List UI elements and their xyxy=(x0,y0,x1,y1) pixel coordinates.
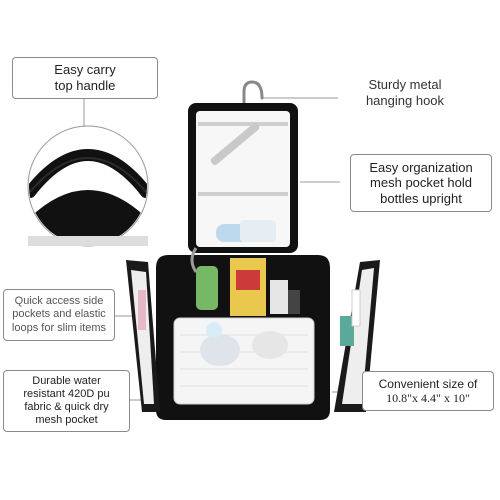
hook-callout-line-1: Sturdy metal xyxy=(368,77,442,92)
side-callout-line-1: Quick access side xyxy=(14,295,104,308)
hook-callout: Sturdy metal hanging hook xyxy=(340,77,470,110)
handle-callout: Easy carry top handle xyxy=(12,57,158,99)
handle-callout-line-2: top handle xyxy=(54,78,116,93)
hook-callout-line-2: hanging hook xyxy=(365,93,445,109)
mesh-pocket-callout: Easy organization mesh pocket hold bottl… xyxy=(350,154,492,212)
bag-main-body xyxy=(156,247,330,420)
handle-detail xyxy=(27,125,149,247)
fabric-callout-line-3: fabric & quick dry xyxy=(24,401,109,413)
side-callout-line-3: loops for slim items xyxy=(11,321,107,334)
mesh-callout-line-2: mesh pocket hold xyxy=(370,175,472,191)
metal-hook-icon xyxy=(242,80,264,112)
handle-callout-line-1: Easy carry xyxy=(54,62,116,78)
fabric-callout-line-1: Durable water xyxy=(32,374,101,387)
left-side-pocket xyxy=(126,260,160,412)
size-callout: Convenient size of 10.8"x 4.4" x 10" xyxy=(362,371,494,411)
mesh-callout-line-1: Easy organization xyxy=(369,159,473,175)
bag-upper-flap xyxy=(188,103,298,253)
fabric-callout: Durable water resistant 420D pu fabric &… xyxy=(3,370,130,432)
mesh-callout-line-3: bottles upright xyxy=(380,190,462,206)
side-callout-line-2: pockets and elastic xyxy=(12,308,106,321)
fabric-callout-line-2: resistant 420D pu xyxy=(23,387,110,400)
fabric-callout-line-4: mesh pocket xyxy=(35,414,98,427)
size-callout-line-1: Convenient size of xyxy=(378,376,478,391)
side-pockets-callout: Quick access side pockets and elastic lo… xyxy=(3,289,115,341)
size-callout-line-2: 10.8"x 4.4" x 10" xyxy=(386,391,470,405)
